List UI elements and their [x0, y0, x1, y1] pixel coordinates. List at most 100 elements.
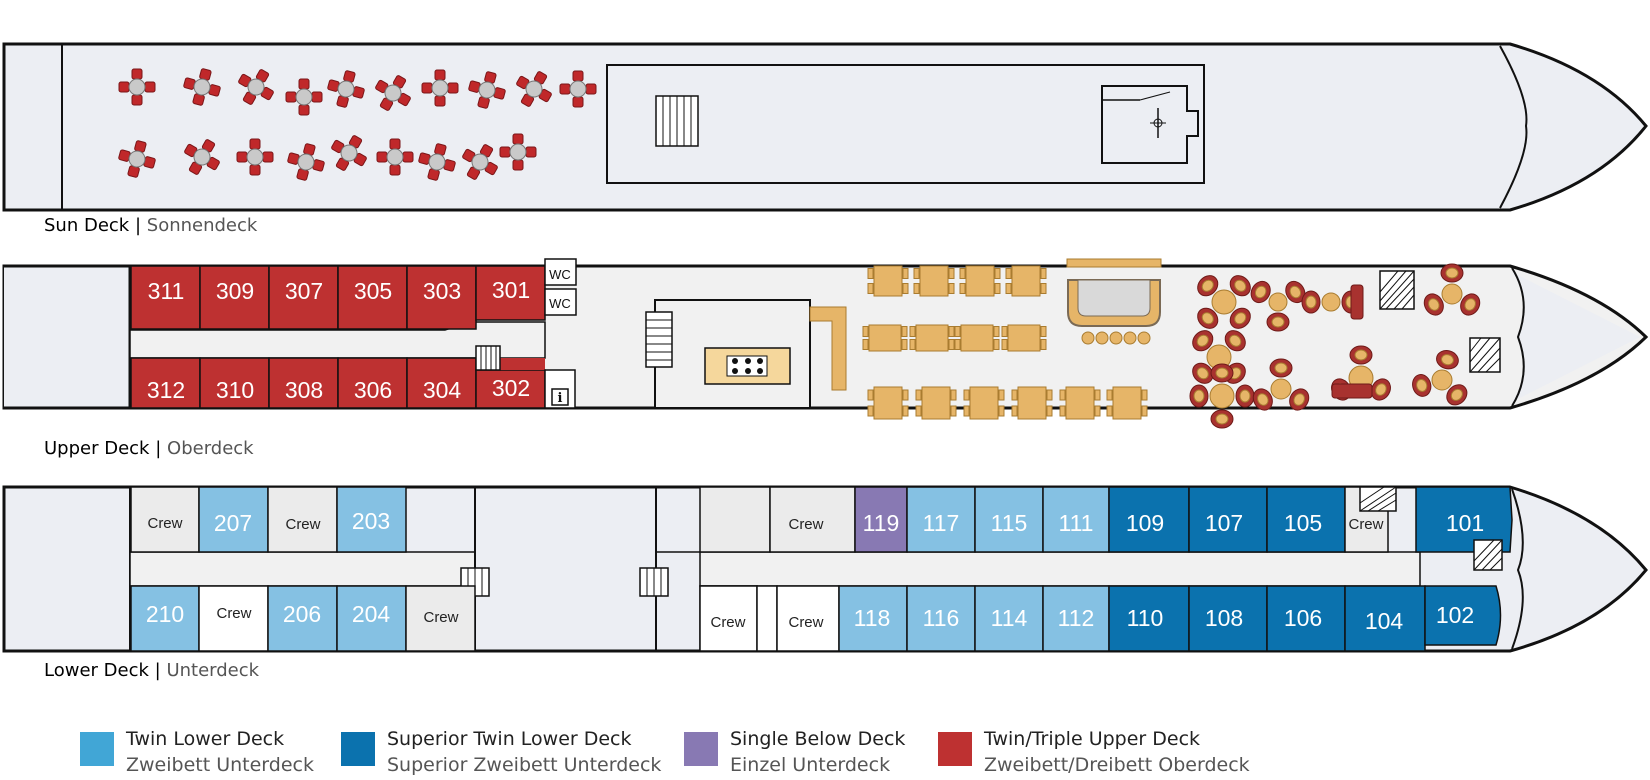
sun-lounger-group	[118, 68, 597, 181]
cabin-118[interactable]	[838, 585, 908, 652]
crew-label: Crew	[285, 516, 320, 533]
cabin-310-label: 310	[216, 377, 254, 403]
deck-name-de: Unterdeck	[166, 660, 260, 681]
deck-name-de: Sonnendeck	[146, 215, 258, 236]
stairs-icon	[1469, 337, 1501, 373]
sun-table-set	[468, 71, 506, 109]
cabin-203-label: 203	[352, 508, 390, 534]
cabin-110-label: 110	[1127, 605, 1164, 631]
cabin-204-label: 204	[352, 601, 391, 627]
dining-table	[1011, 386, 1053, 420]
cabin-101[interactable]	[1415, 486, 1513, 553]
cabin-207[interactable]	[198, 486, 269, 553]
deck-name: Sun Deck	[44, 215, 130, 236]
cabin-104[interactable]	[1344, 585, 1426, 652]
cabin-112[interactable]	[1042, 585, 1110, 652]
cabin-109-label: 109	[1126, 510, 1164, 536]
cabin-108[interactable]	[1188, 585, 1268, 652]
wc-room	[544, 288, 577, 316]
cabin-301[interactable]	[475, 265, 546, 321]
cabin-210[interactable]	[130, 585, 200, 652]
stairs-icon	[639, 567, 669, 597]
fireplace-icon	[704, 347, 791, 385]
legend-swatch	[80, 732, 114, 766]
lounge-table-set	[1301, 290, 1361, 314]
cabin-107[interactable]	[1188, 486, 1268, 553]
cabin-115-label: 115	[991, 510, 1028, 536]
sun-table-set	[421, 69, 459, 107]
cabin-101-label: 101	[1446, 510, 1484, 536]
cabin-303[interactable]	[406, 265, 477, 330]
sun-table-set	[118, 140, 156, 178]
dining-table	[913, 265, 955, 297]
cabin-306-label: 306	[354, 377, 392, 403]
dining-table	[915, 386, 957, 420]
cabin-104-label: 104	[1365, 608, 1404, 634]
sun-table-set	[236, 138, 274, 176]
dining-table	[1106, 386, 1148, 420]
dining-table	[963, 386, 1005, 420]
cabin-117-label: 117	[923, 510, 960, 536]
cabin-114[interactable]	[974, 585, 1044, 652]
svg-text:i: i	[558, 391, 563, 406]
cabin-119[interactable]	[854, 486, 908, 553]
cabin-102[interactable]	[1424, 585, 1502, 646]
crew-label: Crew	[788, 614, 823, 631]
crew-cabin	[130, 486, 200, 553]
cabin-105[interactable]	[1266, 486, 1346, 553]
cabin-207-label: 207	[214, 510, 252, 536]
cabin-117[interactable]	[906, 486, 976, 553]
sun-table-set	[118, 68, 156, 106]
legend-label-de: Superior Zweibett Unterdeck	[387, 754, 662, 776]
cabin-112-label: 112	[1058, 605, 1095, 631]
legend-label-de: Zweibett Unterdeck	[126, 754, 314, 776]
cabin-312[interactable]	[130, 357, 201, 409]
cabin-108-label: 108	[1205, 605, 1243, 631]
dining-area	[862, 265, 1148, 420]
lounge-table-set	[1189, 363, 1255, 429]
stairs-icon	[1379, 270, 1415, 310]
cabin-309[interactable]	[199, 265, 270, 330]
cabin-305[interactable]	[337, 265, 408, 330]
deck-separator: |	[134, 215, 142, 236]
cabin-111[interactable]	[1042, 486, 1110, 553]
cabin-109[interactable]	[1108, 486, 1190, 553]
lower-deck: Crew 207 Crew 203 210 Crew 206 204 Crew …	[2, 485, 1648, 653]
legend-label: Single Below Deck	[730, 728, 906, 750]
lounge-table-set	[1250, 280, 1306, 332]
legend-swatch	[684, 732, 718, 766]
cabin-111-label: 111	[1059, 510, 1094, 536]
wheelhouse	[1101, 85, 1199, 164]
cabin-302[interactable]	[475, 369, 546, 409]
wc-room	[544, 258, 577, 286]
cabin-105-label: 105	[1284, 510, 1322, 536]
sun-table-set	[287, 143, 325, 181]
sun-table-set	[516, 71, 552, 107]
cabin-206[interactable]	[267, 585, 338, 652]
bar-counter	[809, 306, 847, 391]
sun-table-set	[285, 78, 323, 116]
dining-table	[867, 265, 909, 297]
cabin-116[interactable]	[906, 585, 976, 652]
upper-deck-label: Upper Deck | Oberdeck	[44, 438, 254, 459]
legend-swatch	[938, 732, 972, 766]
lounge-table-set	[1412, 350, 1468, 406]
cabin-304[interactable]	[406, 357, 477, 409]
dining-table	[1005, 265, 1047, 297]
cabin-107-label: 107	[1205, 510, 1243, 536]
sun-table-set	[462, 144, 498, 180]
lounge-table-set	[1423, 263, 1481, 316]
cabin-102-label: 102	[1436, 602, 1474, 628]
deck-name: Lower Deck	[44, 660, 149, 681]
sun-table-set	[418, 143, 456, 181]
cabin-115[interactable]	[974, 486, 1044, 553]
lounge-table-set	[1197, 275, 1251, 329]
crew-cabin	[405, 585, 476, 652]
cabin-302-label: 302	[492, 375, 530, 401]
legend-label: Superior Twin Lower Deck	[387, 728, 632, 750]
stairs-icon	[655, 95, 699, 147]
cabin-203[interactable]	[336, 486, 407, 553]
crew-cabin	[699, 585, 758, 652]
sun-table-set	[183, 68, 221, 106]
cabin-110[interactable]	[1108, 585, 1190, 652]
